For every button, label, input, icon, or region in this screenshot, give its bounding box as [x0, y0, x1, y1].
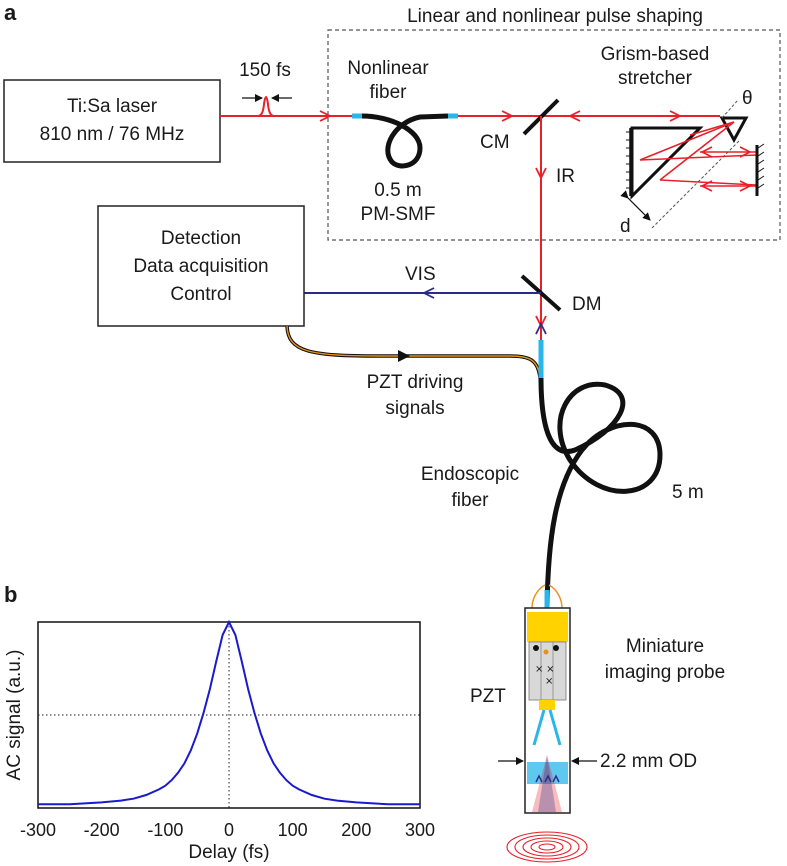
- stretcher-label-2: stretcher: [618, 68, 693, 89]
- dm-label: DM: [572, 294, 602, 315]
- series-line: [38, 619, 420, 806]
- laser-name: Ti:Sa laser: [67, 96, 158, 117]
- detection-line-1: Detection: [161, 228, 241, 249]
- endoscopic-fiber-label-1: Endoscopic: [421, 464, 519, 485]
- x-tick-label: 300: [405, 820, 435, 840]
- probe-pzt-label: PZT: [470, 686, 506, 707]
- detection-box: Detection Data acquisition Control: [97, 205, 305, 327]
- x-tick-label: 0: [224, 820, 234, 840]
- pulse-width-label: 150 fs: [239, 60, 291, 81]
- endoscopic-fiber-label-2: fiber: [452, 490, 490, 511]
- x-tick-label: -200: [84, 820, 120, 840]
- svg-text:⨯ ⨯: ⨯ ⨯: [535, 664, 555, 675]
- endoscopic-fiber: Endoscopic fiber 5 m: [421, 340, 704, 609]
- laser-box: Ti:Sa laser 810 nm / 76 MHz: [3, 79, 221, 163]
- pulse-symbol: 150 fs: [239, 60, 292, 117]
- autocorrelation-chart: -300 -200 -100 0 100 200 300 Delay (fs) AC sig…: [4, 619, 435, 863]
- theta-label: θ: [742, 88, 753, 109]
- laser-spec: 810 nm / 76 MHz: [40, 124, 185, 145]
- panel-b-letter: b: [4, 582, 17, 607]
- pzt-signals-line-1: PZT driving: [367, 372, 464, 393]
- x-tick-label: 200: [341, 820, 371, 840]
- nonlinear-fiber-type: PM-SMF: [361, 204, 436, 225]
- probe-label-1: Miniature: [626, 636, 704, 657]
- panel-a-letter: a: [4, 0, 17, 25]
- detection-line-2: Data acquisition: [133, 256, 268, 277]
- probe-label-2: imaging probe: [605, 662, 725, 683]
- x-tick-label: -300: [20, 820, 56, 840]
- nonlinear-fiber: Nonlinear fiber 0.5 m PM-SMF: [347, 58, 458, 225]
- grism-stretcher: Grism-based stretcher θ: [601, 44, 765, 237]
- pzt-wire: [285, 325, 542, 379]
- x-tick-labels: -300 -200 -100 0 100 200 300: [20, 820, 435, 840]
- cm-label: CM: [480, 132, 510, 153]
- pzt-signals-line-2: signals: [385, 398, 444, 419]
- chart-grid: [38, 622, 420, 808]
- stretcher-label-1: Grism-based: [601, 44, 710, 65]
- miniature-probe: ⨯ ⨯ ⨯ PZT Miniature imaging probe 2.2 mm…: [470, 584, 725, 863]
- nonlinear-fiber-label-1: Nonlinear: [347, 58, 429, 79]
- spiral-scan: [506, 831, 588, 863]
- y-axis-label: AC signal (a.u.): [4, 650, 25, 781]
- shaping-box: [327, 29, 781, 241]
- svg-text:⨯: ⨯: [545, 676, 553, 687]
- shaping-title: Linear and nonlinear pulse shaping: [407, 6, 703, 27]
- vis-label: VIS: [405, 264, 436, 285]
- nonlinear-fiber-length: 0.5 m: [374, 180, 422, 201]
- detection-line-3: Control: [170, 284, 231, 305]
- probe-od-label: 2.2 mm OD: [600, 751, 697, 772]
- ir-label: IR: [556, 166, 575, 187]
- x-axis-label: Delay (fs): [188, 842, 269, 863]
- x-tick-label: -100: [147, 820, 183, 840]
- nonlinear-fiber-label-2: fiber: [370, 82, 408, 103]
- endoscopic-fiber-length: 5 m: [672, 482, 704, 503]
- d-label: d: [620, 216, 631, 237]
- x-tick-label: 100: [278, 820, 308, 840]
